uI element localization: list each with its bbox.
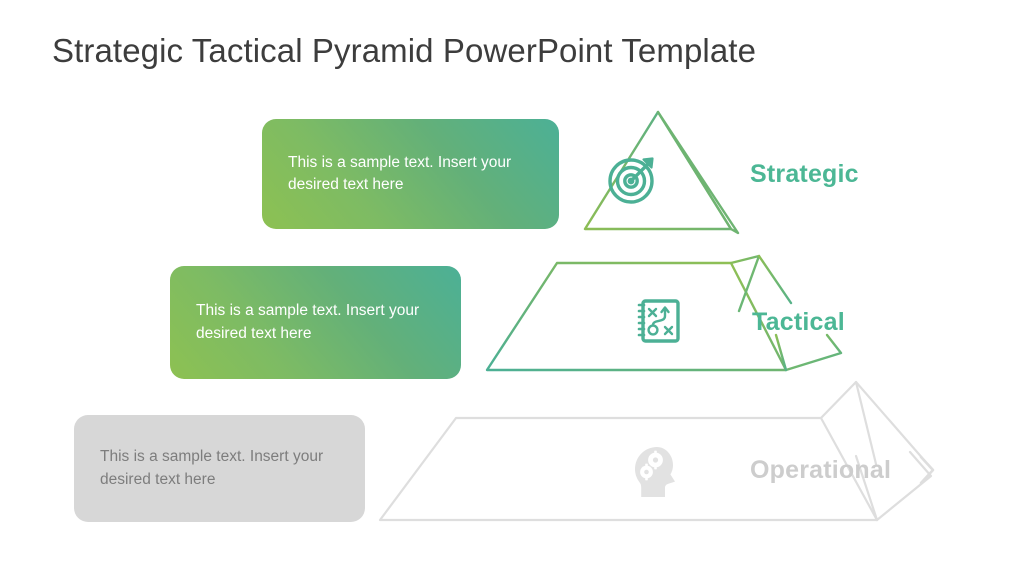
chevron-right-icon — [919, 455, 935, 485]
tactical-side-edge-upper — [757, 254, 793, 305]
callout-operational-text: This is a sample text. Insert your desir… — [100, 448, 324, 488]
pyramid-level-operational[interactable] — [378, 380, 935, 522]
page-title: Strategic Tactical Pyramid PowerPoint Te… — [52, 32, 757, 69]
callout-strategic-text: This is a sample text. Insert your desir… — [288, 153, 512, 193]
playbook-icon — [637, 299, 680, 343]
tactical-side-face-lower — [784, 333, 843, 372]
head-gears-icon — [635, 447, 675, 497]
tactical-side-edge-lower — [774, 333, 788, 372]
operational-side-face-upper — [819, 380, 878, 466]
strategic-front-face — [583, 110, 733, 231]
callout-operational[interactable]: This is a sample text. Insert your desir… — [74, 415, 365, 522]
target-icon — [608, 157, 654, 204]
level-label-tactical: Tactical — [752, 308, 845, 336]
level-label-operational: Operational — [750, 456, 892, 484]
pyramid-level-strategic[interactable] — [583, 110, 740, 235]
tactical-front-face — [485, 261, 788, 372]
strategic-side-face — [656, 110, 740, 235]
callout-strategic[interactable]: This is a sample text. Insert your desir… — [262, 119, 559, 229]
tactical-side-face-upper — [729, 254, 761, 313]
callout-tactical[interactable]: This is a sample text. Insert your desir… — [170, 266, 461, 379]
level-label-strategic: Strategic — [750, 160, 859, 188]
callout-tactical-text: This is a sample text. Insert your desir… — [196, 302, 420, 342]
